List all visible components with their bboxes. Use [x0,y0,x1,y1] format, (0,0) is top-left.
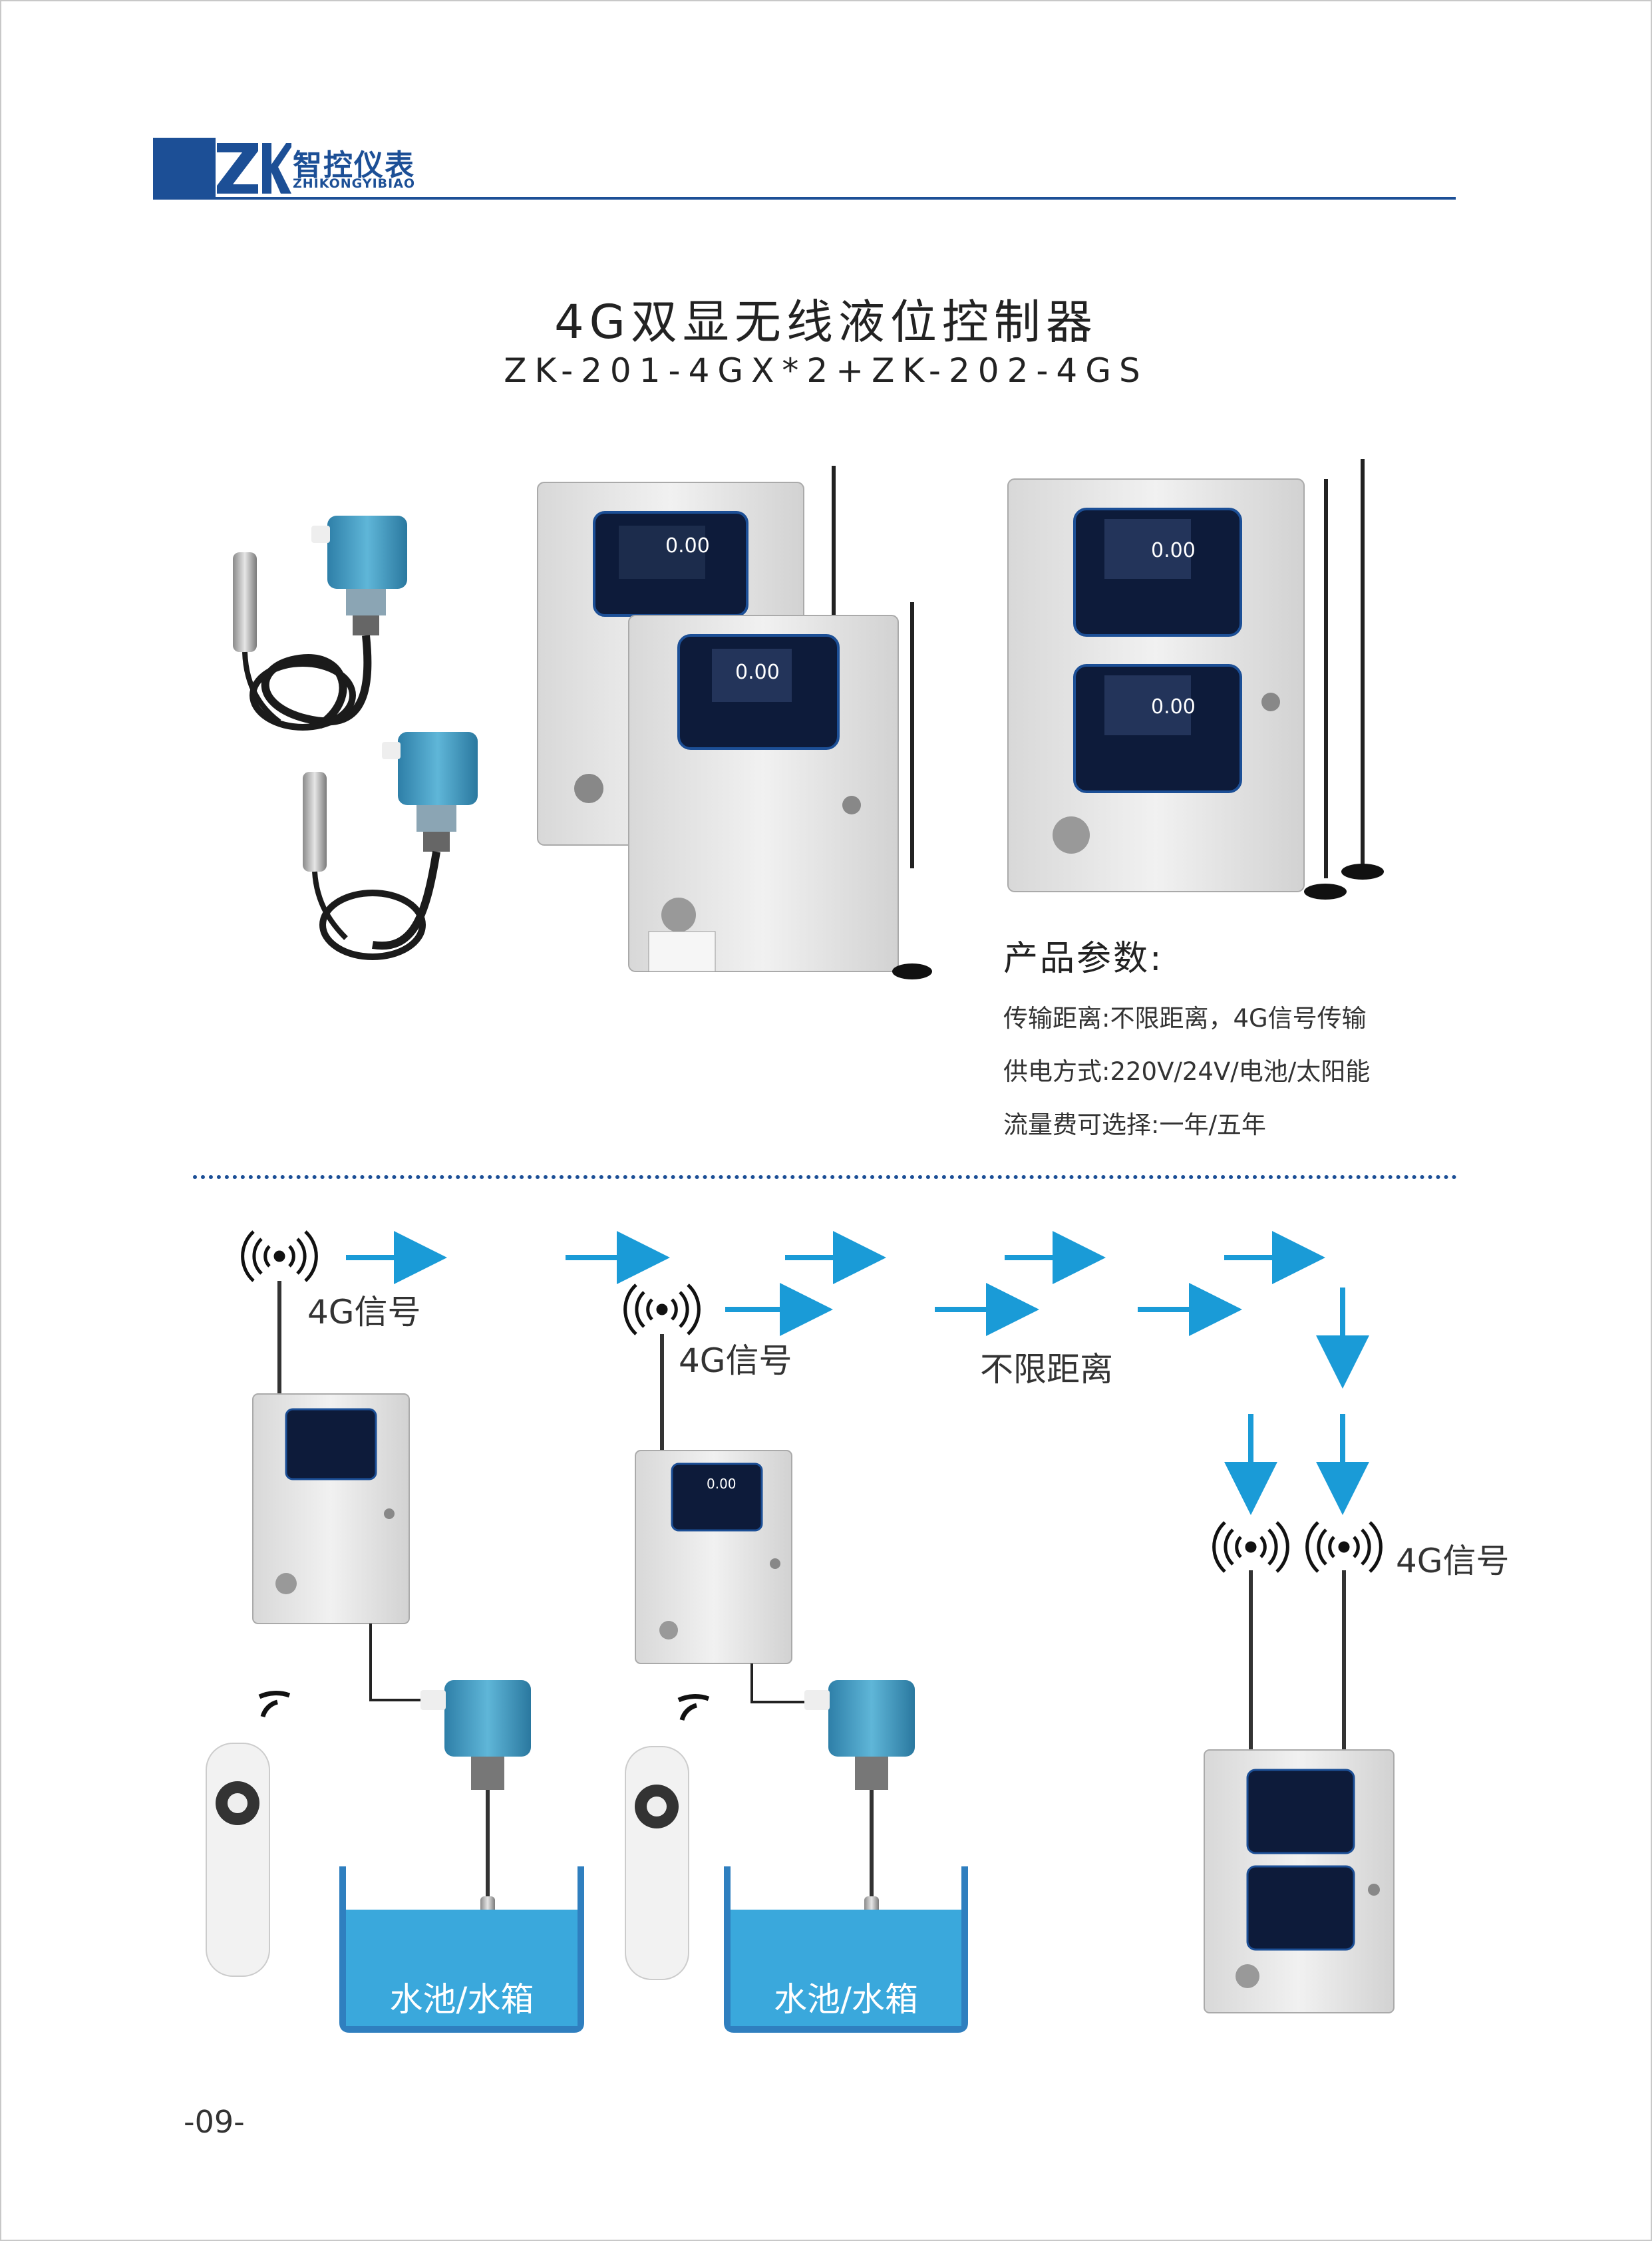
remote-control-2 [625,1694,710,1980]
water-tank-1 [339,1866,584,2033]
diagram-controller-1 [252,1393,410,1624]
param-distance: 传输距离:不限距离，4G信号传输 [1003,1004,1367,1033]
signal-icon [1212,1521,1289,1573]
dual-controller-box [1007,459,1384,900]
brand-name-en: ZHIKONGYIBIAO [293,176,416,191]
screen-reading: 0.00 [707,1476,737,1492]
header-accent-block [153,138,216,199]
signal-label: 4G信号 [1396,1542,1510,1580]
diagram-controller-2 [635,1450,792,1664]
diagram-dual-controller [1204,1749,1395,2013]
page-number: -09- [184,2104,245,2140]
signal-icon [241,1230,318,1282]
antenna-masts [277,1281,1346,1750]
distance-label: 不限距离 [980,1350,1113,1389]
wires [369,1624,825,1703]
page-title: 4G双显无线液位控制器 [554,295,1098,349]
pressure-transmitter-top [233,516,407,731]
tank-label: 水池/水箱 [389,1980,534,2019]
tank-label: 水池/水箱 [774,1980,918,2019]
pressure-transmitter-bottom [303,732,478,960]
dotted-divider [193,1175,1457,1179]
signal-icon [623,1284,701,1335]
screen-reading: 0.00 [735,661,780,684]
signal-label: 4G信号 [307,1293,421,1331]
signal-icon [1305,1521,1383,1573]
controller-box-front [628,602,932,979]
signal-arrows [346,1231,1369,1515]
zk-logo-icon [217,143,291,194]
brand-name: 智控仪表 [293,148,415,182]
param-power: 供电方式:220V/24V/电池/太阳能 [1003,1057,1371,1086]
screen-reading: 0.00 [1151,695,1196,719]
model-number: ZK-201-4GX*2+ZK-202-4GS [504,351,1148,390]
screen-reading: 0.00 [665,534,710,558]
signal-label: 4G信号 [679,1341,792,1380]
remote-control-1 [206,1691,291,1977]
header-rule [153,197,1456,200]
screen-reading: 0.00 [1151,539,1196,562]
water-tank-2 [724,1866,968,2033]
params-heading: 产品参数: [1003,939,1164,979]
param-fee: 流量费可选择:一年/五年 [1003,1111,1266,1139]
